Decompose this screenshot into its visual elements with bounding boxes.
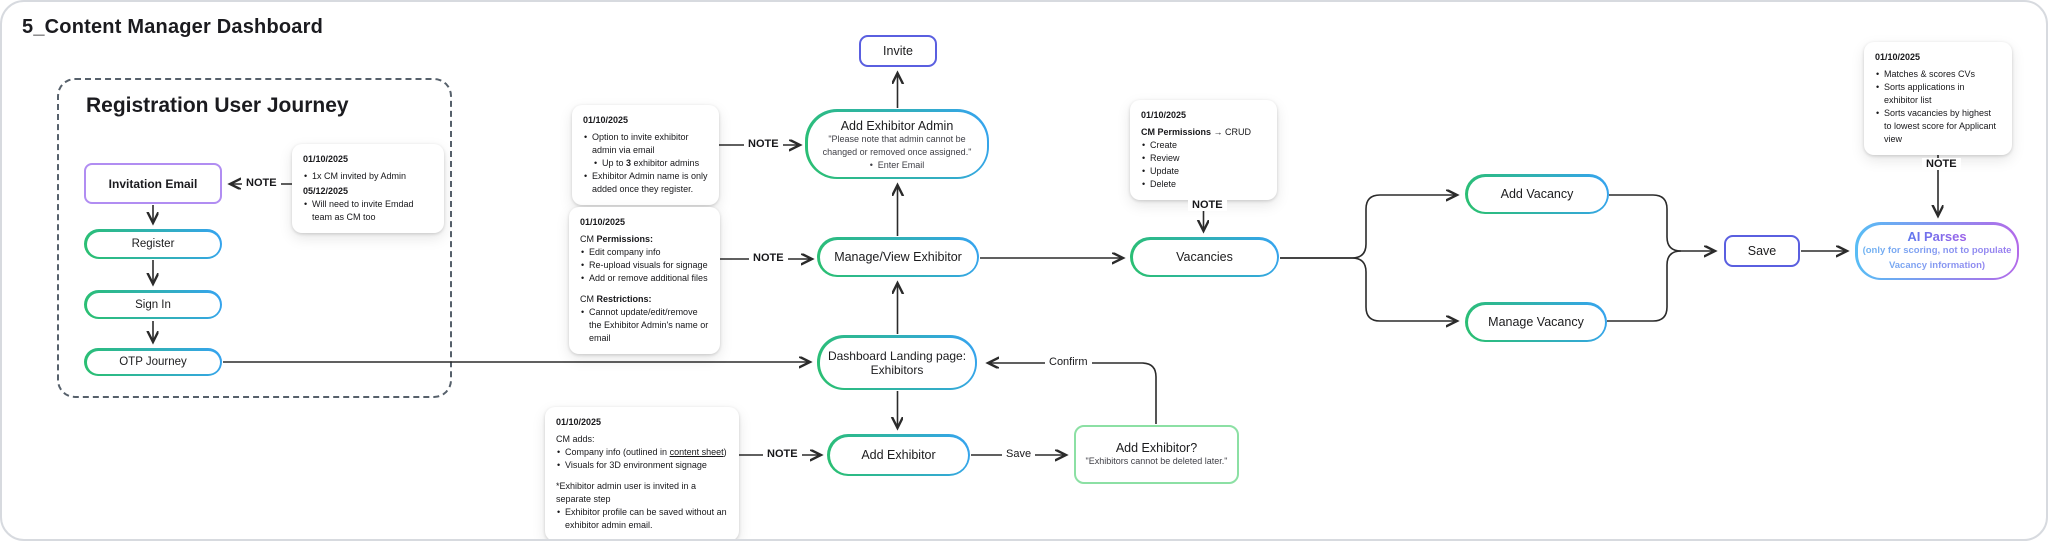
note-card-cm-permissions[interactable]: 01/10/2025 CM Permissions: Edit company … (569, 207, 720, 355)
node-invite-label: Invite (883, 44, 913, 58)
note-label: NOTE (242, 177, 281, 189)
note-bullet: Exhibitor profile can be saved without a… (556, 506, 728, 532)
node-ai-parses-subtitle: (only for scoring, not to populate Vacan… (1862, 244, 2012, 273)
node-add-exhibitor-label: Add Exhibitor (861, 448, 936, 462)
note-heading: CM Restrictions: (580, 294, 652, 305)
node-add-exhibitor-confirm-quote: "Exhibitors cannot be deleted later." (1085, 455, 1228, 466)
note-bullet: 1x CM invited by Admin (303, 170, 433, 183)
note-bullet: Review (1141, 152, 1266, 165)
note-card-invitation[interactable]: 01/10/2025 1x CM invited by Admin 05/12/… (292, 144, 444, 234)
confirm-edge-label: Confirm (1045, 356, 1092, 368)
node-add-vacancy[interactable]: Add Vacancy (1465, 174, 1609, 214)
note-heading: CM adds: (556, 434, 595, 445)
registration-journey-heading: Registration User Journey (86, 94, 349, 117)
note-bullet: Company info (outlined in content sheet) (556, 446, 728, 459)
node-otp-journey-label: OTP Journey (119, 356, 187, 368)
note-date: 01/10/2025 (1875, 52, 1921, 62)
node-ai-parses-title: AI Parses (1907, 229, 1967, 245)
note-bullet: Create (1141, 139, 1266, 152)
node-vacancies-label: Vacancies (1176, 250, 1233, 264)
note-bullet: Delete (1141, 178, 1266, 191)
note-bullet: Option to invite exhibitor admin via ema… (583, 131, 708, 157)
note-bullet: Up to 3 exhibitor admins (583, 157, 708, 170)
note-bullet: Cannot update/edit/remove the Exhibitor … (580, 306, 709, 345)
registration-journey-frame[interactable] (57, 78, 452, 398)
node-register-label: Register (131, 238, 175, 250)
save-edge-label: Save (1002, 448, 1036, 460)
node-dashboard-landing-line1: Dashboard Landing page: (827, 348, 967, 363)
note-card-admin-invite[interactable]: 01/10/2025 Option to invite exhibitor ad… (572, 105, 719, 206)
node-add-exhibitor-admin[interactable]: Add Exhibitor Admin "Please note that ad… (805, 109, 989, 179)
note-label: NOTE (1188, 199, 1227, 211)
note-bullet: Edit company info (580, 246, 709, 259)
note-bullet: Exhibitor Admin name is only added once … (583, 170, 708, 196)
note-bullet: Update (1141, 165, 1266, 178)
node-manage-view-exhibitor[interactable]: Manage/View Exhibitor (817, 237, 979, 277)
note-heading: CM Permissions → CRUD (1141, 127, 1252, 138)
node-vacancies[interactable]: Vacancies (1130, 237, 1279, 277)
node-ai-parses[interactable]: AI Parses (only for scoring, not to popu… (1855, 222, 2019, 280)
node-invite[interactable]: Invite (859, 35, 937, 67)
note-date: 01/10/2025 (1141, 110, 1187, 120)
node-add-exhibitor-confirm[interactable]: Add Exhibitor? "Exhibitors cannot be del… (1074, 425, 1239, 484)
note-card-cm-adds[interactable]: 01/10/2025 CM adds: Company info (outlin… (545, 407, 739, 539)
note-text: *Exhibitor admin user is invited in a se… (556, 481, 697, 505)
page-title: 5_Content Manager Dashboard (22, 16, 324, 38)
node-manage-vacancy[interactable]: Manage Vacancy (1465, 302, 1607, 342)
note-bullet: Re-upload visuals for signage (580, 259, 709, 272)
note-date: 01/10/2025 (583, 115, 629, 125)
note-bullet: Visuals for 3D environment signage (556, 459, 728, 472)
node-add-exhibitor-admin-bullet: Enter Email (870, 160, 925, 170)
note-card-crud[interactable]: 01/10/2025 CM Permissions → CRUD Create … (1130, 100, 1277, 201)
node-invitation-email[interactable]: Invitation Email (84, 163, 222, 204)
note-bullet: Matches & scores CVs (1875, 68, 2001, 81)
node-add-exhibitor[interactable]: Add Exhibitor (827, 434, 970, 476)
node-save[interactable]: Save (1724, 235, 1800, 267)
node-save-label: Save (1747, 244, 1777, 258)
node-invitation-email-label: Invitation Email (108, 176, 198, 191)
node-add-exhibitor-confirm-title: Add Exhibitor? (1115, 440, 1198, 455)
node-otp-journey[interactable]: OTP Journey (84, 348, 222, 376)
node-dashboard-landing-line2: Exhibitors (870, 362, 924, 377)
node-manage-vacancy-label: Manage Vacancy (1488, 315, 1584, 329)
note-bullet: Will need to invite Emdad team as CM too (303, 198, 433, 224)
node-add-vacancy-label: Add Vacancy (1500, 187, 1574, 201)
note-label: NOTE (763, 448, 802, 460)
note-card-ai[interactable]: 01/10/2025 Matches & scores CVs Sorts ap… (1864, 42, 2012, 156)
node-register[interactable]: Register (84, 229, 222, 259)
note-bullet: Sorts applications in exhibitor list (1875, 81, 2001, 107)
note-date: 01/10/2025 (556, 417, 602, 427)
note-heading: CM Permissions: (580, 234, 654, 245)
note-label: NOTE (1922, 158, 1961, 170)
node-sign-in-label: Sign In (135, 298, 171, 311)
note-label: NOTE (744, 138, 783, 150)
note-label: NOTE (749, 252, 788, 264)
note-date: 01/10/2025 (303, 154, 349, 164)
node-add-exhibitor-admin-quote: "Please note that admin cannot be change… (822, 133, 972, 158)
note-bullet: Sorts vacancies by highest to lowest sco… (1875, 107, 2001, 146)
node-sign-in[interactable]: Sign In (84, 290, 222, 319)
note-date: 01/10/2025 (580, 217, 626, 227)
note-bullet: Add or remove additional files (580, 272, 709, 285)
node-dashboard-landing[interactable]: Dashboard Landing page: Exhibitors (817, 335, 977, 390)
note-date: 05/12/2025 (303, 186, 349, 197)
node-manage-view-exhibitor-label: Manage/View Exhibitor (834, 250, 962, 264)
node-add-exhibitor-admin-title: Add Exhibitor Admin (840, 118, 954, 133)
